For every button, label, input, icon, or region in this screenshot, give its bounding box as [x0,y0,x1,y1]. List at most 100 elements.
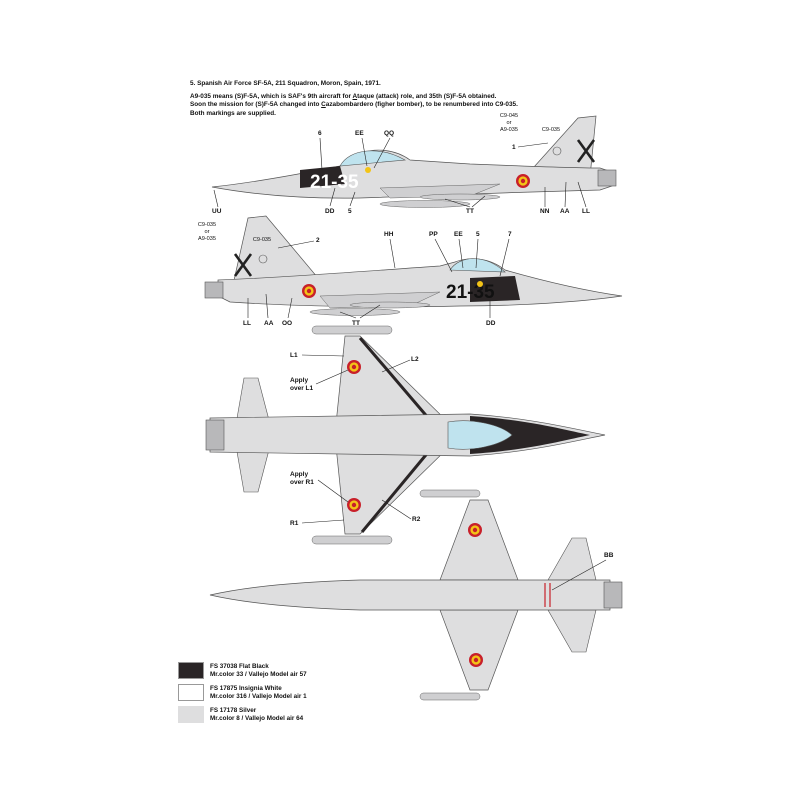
black-panel [300,166,345,188]
tailplane [547,537,597,581]
legend-code: FS 37038 Flat Black [210,663,269,670]
plan-bottom-aircraft [209,489,623,701]
callout-uu: UU [212,208,222,215]
nozzle [597,169,617,187]
canopy [449,258,506,273]
caption-line-1: A9-035 means (S)F-5A, which is SAF's 9th… [190,92,497,100]
legend-code: FS 17875 Insignia White [210,685,282,692]
caption-line-2: Soon the mission for (S)F-5A changed int… [190,101,518,109]
callout-ll: LL [582,208,590,215]
plan-top-aircraft [205,325,606,545]
fin-badge [552,146,562,156]
callout-oo: OO [282,320,292,327]
fin-x-marking [576,139,596,163]
callout-dd: DD [486,320,496,327]
plan-top-callouts: L1 L2 Apply over L1 Apply over R1 R1 R2 [290,352,421,527]
callout-6: 6 [318,130,322,137]
callout-l2: L2 [411,356,419,363]
profile-top-aircraft: 21-35 C9-035 [211,115,617,208]
callout-hh: HH [384,231,394,238]
roundel [468,523,482,537]
callout-apply-2: Apply [290,471,308,478]
callout-dd: DD [325,208,335,215]
callout-5: 5 [348,208,352,215]
tail-code-1: C9-045 [500,113,518,119]
drop-tank [309,308,401,316]
callout-7: 7 [508,231,512,238]
swatch-silver [178,706,204,723]
drop-tank [419,193,501,201]
canopy [339,150,406,167]
fuselage-code: 21-35 [446,282,495,303]
callout-bb: BB [604,552,614,559]
legend-paint: Mr.color 316 / Vallejo Model air 1 [210,693,307,700]
profile-top-callouts: 6 EE QQ 1 UU DD 5 TT NN AA LL [212,130,590,215]
wing-upper [439,499,519,581]
callout-pp: PP [429,231,438,238]
caption: 5. Spanish Air Force SF-5A, 211 Squadron… [190,80,620,118]
callout-1: 1 [512,144,516,151]
swatch-flat-black [178,662,204,679]
legend-paint: Mr.color 33 / Vallejo Model air 57 [210,671,307,678]
tail-code-1: C9-035 [198,222,216,228]
legend-paint: Mr.color 8 / Vallejo Model air 64 [210,715,304,722]
fuselage-code: 21-35 [310,172,359,193]
callout-ll: LL [243,320,251,327]
caption-title: 5. Spanish Air Force SF-5A, 211 Squadron… [190,80,381,87]
profile-bottom-callouts: 2 HH PP EE 5 7 LL AA OO TT DD [243,231,512,327]
callout-r2: R2 [412,516,421,523]
wing-lower [439,609,519,691]
roundel [347,498,361,512]
roundel [302,284,316,298]
tailplane [547,609,597,653]
roundel [516,174,530,188]
nose-black [470,416,590,454]
wing-stripe-r2 [360,449,432,533]
callout-aa: AA [560,208,570,215]
wing-stripe-l2 [358,337,432,421]
nozzles [603,581,623,609]
wing-left [335,335,451,425]
swatch-insignia-white [178,684,204,701]
tail-code-or: or [507,120,512,126]
callout-tt: TT [352,320,360,327]
callout-nn: NN [540,208,550,215]
wingtip-tank [419,489,481,498]
plan-bottom-callouts: BB [551,552,614,591]
callout-tt: TT [466,208,474,215]
wingtip-tank [419,692,481,701]
tail-code-or: or [205,229,210,235]
callout-aa: AA [264,320,274,327]
drop-tank [379,200,471,208]
fin-badge [258,254,268,264]
callout-qq: QQ [384,130,394,137]
profile-bottom-aircraft: 21-35 C9-035 [204,215,623,316]
fin-code: C9-035 [542,127,560,133]
callout-l1: L1 [290,352,298,359]
roundel [469,653,483,667]
nozzles [205,419,225,451]
crest [477,281,483,287]
callout-ee: EE [454,231,463,238]
roundel [347,360,361,374]
tail-code-2: A9-035 [500,127,518,133]
canopy [447,420,513,450]
fin-x-marking [233,253,253,277]
callout-apply-1b: over L1 [290,385,314,392]
callout-r1: R1 [290,520,299,527]
caption-line-3: Both markings are supplied. [190,109,276,117]
callout-5: 5 [476,231,480,238]
drop-tank [349,301,431,309]
callout-apply-1: Apply [290,377,308,384]
tail-code-2: A9-035 [198,236,216,242]
fin-code: C9-035 [253,237,271,243]
nozzle [204,281,224,299]
legend-code: FS 17178 Silver [210,707,257,714]
callout-ee: EE [355,130,364,137]
callout-apply-2b: over R1 [290,479,314,486]
wingtip-tank [311,535,393,545]
callout-2: 2 [316,237,320,244]
wingtip-tank [311,325,393,335]
crest [365,167,371,173]
